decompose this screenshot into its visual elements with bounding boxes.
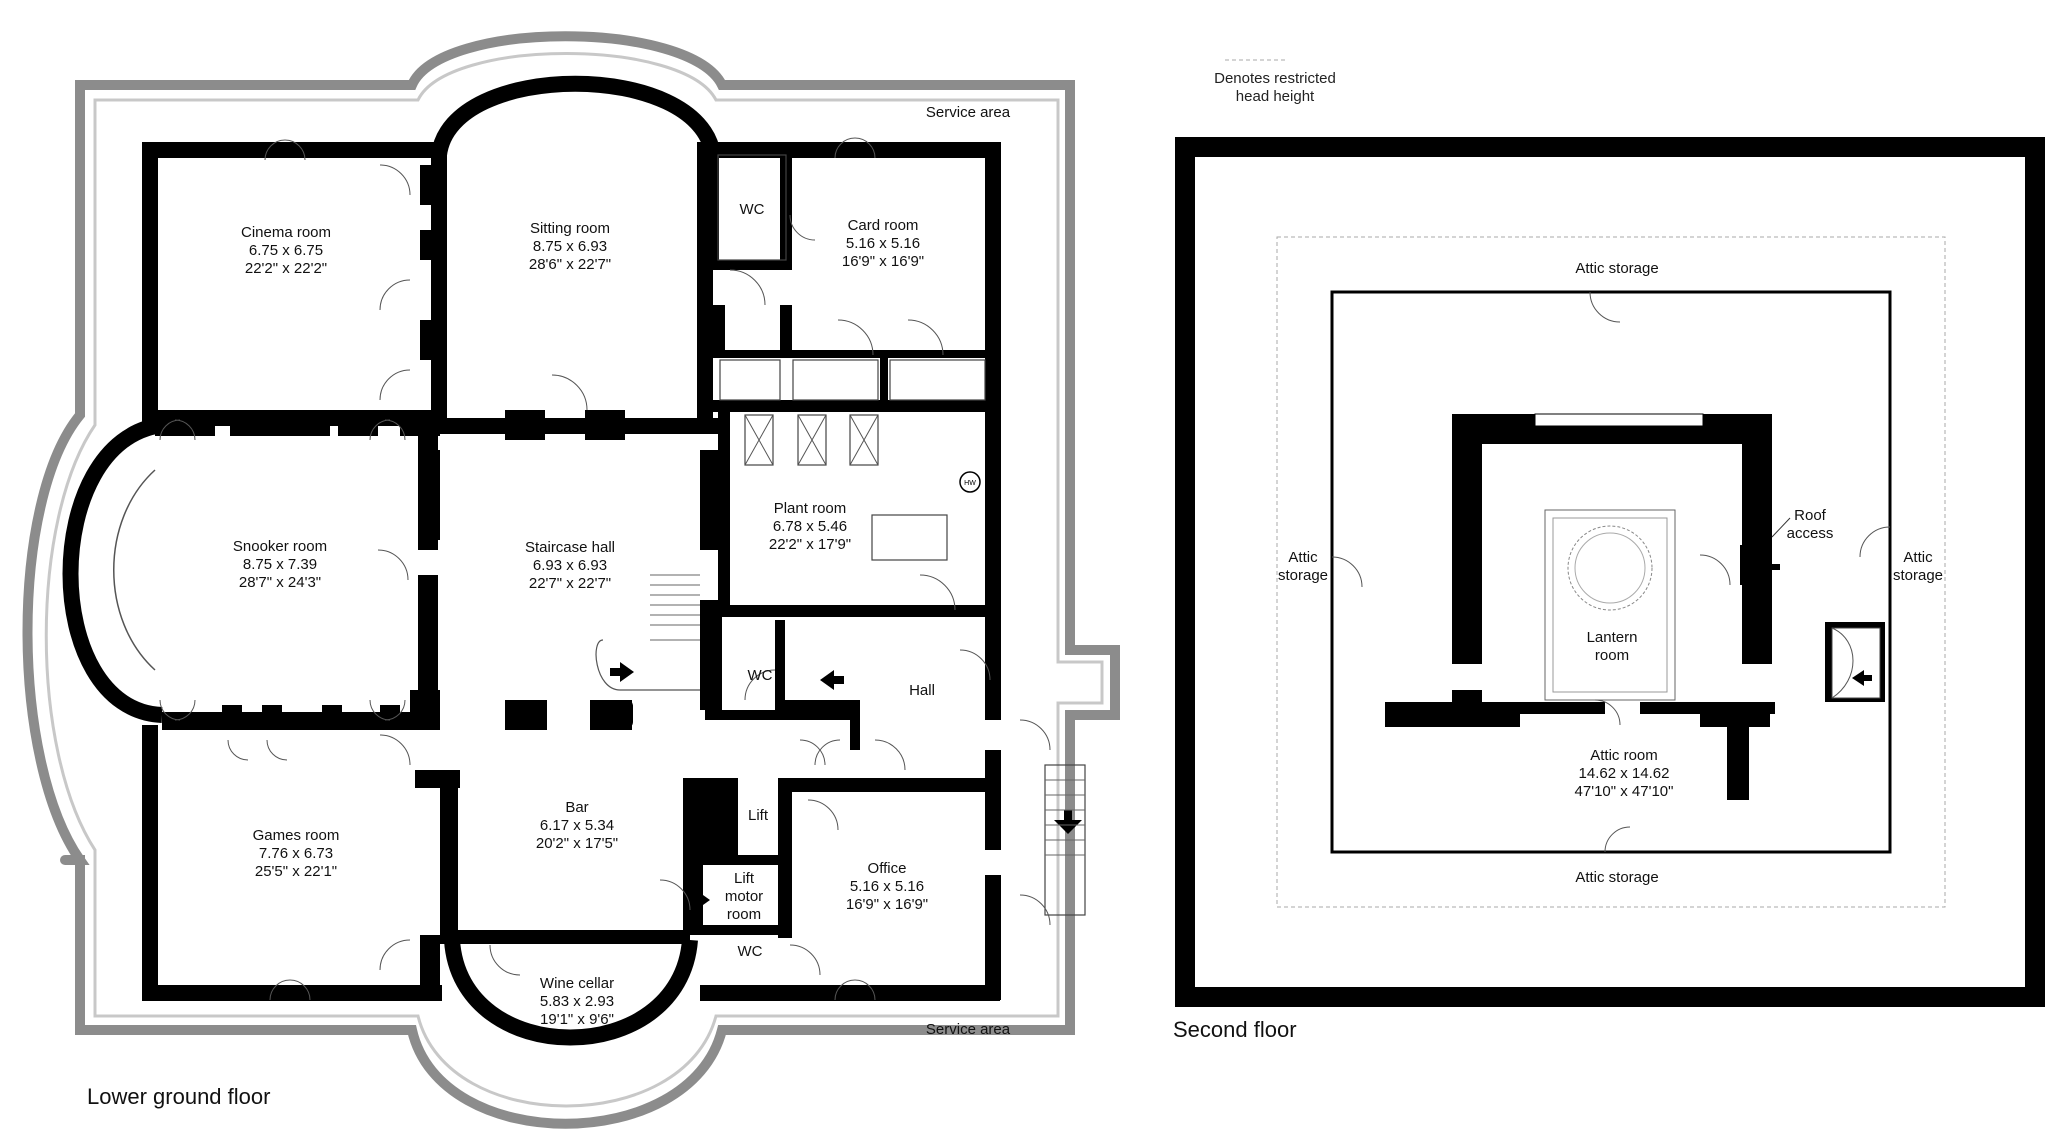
room-wine-cellar: Wine cellar 5.83 x 2.93 19'1" x 9'6" xyxy=(540,975,614,1028)
room-imperial: 19'1" x 9'6" xyxy=(540,1011,614,1028)
room-metric: 6.78 x 5.46 xyxy=(773,518,847,535)
room-staircase-hall: Staircase hall 6.93 x 6.93 22'7" x 22'7" xyxy=(525,539,615,592)
room-name: Card room xyxy=(848,217,919,234)
room-name: Office xyxy=(868,860,907,877)
room-lift: Lift xyxy=(748,807,769,824)
room-imperial: 20'2" x 17'5" xyxy=(536,835,618,852)
room-imperial: 28'6" x 22'7" xyxy=(529,256,611,273)
second-floor-outer-wall xyxy=(1175,137,2045,1007)
attic-room-metric: 14.62 x 14.62 xyxy=(1579,765,1670,782)
room-imperial: 25'5" x 22'1" xyxy=(255,863,337,880)
lantern-dome-icon xyxy=(1567,525,1653,611)
room-imperial: 28'7" x 24'3" xyxy=(239,574,321,591)
lower-ground-floor-plan: HW xyxy=(22,31,1285,1129)
room-metric: 8.75 x 6.93 xyxy=(533,238,607,255)
attic-storage-bottom: Attic storage xyxy=(1575,869,1658,886)
room-bar: Bar 6.17 x 5.34 20'2" x 17'5" xyxy=(536,799,618,852)
service-area-bottom: Service area xyxy=(926,1021,1011,1038)
room-imperial: 22'2" x 22'2" xyxy=(245,260,327,277)
room-name: Sitting room xyxy=(530,220,610,237)
roof-access-2: access xyxy=(1787,525,1834,542)
room-imperial: 16'9" x 16'9" xyxy=(846,896,928,913)
room-games: Games room 7.76 x 6.73 25'5" x 22'1" xyxy=(253,827,340,880)
room-name: Wine cellar xyxy=(540,975,614,992)
room-name: Games room xyxy=(253,827,340,844)
legend-restricted-head-height: Denotes restricted head height xyxy=(1195,70,1355,106)
lantern-inner-panel xyxy=(1552,517,1668,693)
lantern-walls xyxy=(1385,413,1885,800)
lantern-room-1: Lantern xyxy=(1587,629,1638,646)
room-line2: motor xyxy=(725,888,763,905)
attic-room-imperial: 47'10" x 47'10" xyxy=(1575,783,1674,800)
lantern-outer-panel xyxy=(1544,509,1676,701)
second-room-labels: Attic storage Attic storage Attic storag… xyxy=(1278,260,1943,886)
second-floor-doors xyxy=(1331,291,1891,853)
legend-line-2: head height xyxy=(1235,88,1315,105)
interior-lines: HW xyxy=(717,59,1285,916)
floor-label-lower: Lower ground floor xyxy=(87,1084,271,1109)
room-hall: Hall xyxy=(909,682,935,699)
room-metric: 5.16 x 5.16 xyxy=(850,878,924,895)
doors xyxy=(159,137,1051,1001)
room-wc-lower: WC xyxy=(738,943,763,960)
room-name: Snooker room xyxy=(233,538,327,555)
lower-room-labels: Cinema room 6.75 x 6.75 22'2" x 22'2" Si… xyxy=(233,104,1011,1038)
attic-room-name: Attic room xyxy=(1590,747,1658,764)
stair-arrow-icon xyxy=(1852,670,1872,686)
roof-access-1: Roof xyxy=(1794,507,1827,524)
room-name: Plant room xyxy=(774,500,847,517)
attic-room-boundary xyxy=(1330,290,1892,854)
room-metric: 6.75 x 6.75 xyxy=(249,242,323,259)
room-metric: 8.75 x 7.39 xyxy=(243,556,317,573)
room-metric: 5.16 x 5.16 xyxy=(846,235,920,252)
attic-storage-right-2: storage xyxy=(1893,567,1943,584)
attic-storage-left-1: Attic xyxy=(1288,549,1318,566)
room-name: Staircase hall xyxy=(525,539,615,556)
room-wc-middle: WC xyxy=(748,667,773,684)
hw-cylinder-icon xyxy=(959,471,981,493)
room-metric: 7.76 x 6.73 xyxy=(259,845,333,862)
service-area-top: Service area xyxy=(926,104,1011,121)
room-line1: Lift xyxy=(734,870,755,887)
room-wc-upper: WC xyxy=(740,201,765,218)
room-line3: room xyxy=(727,906,761,923)
room-metric: 5.83 x 2.93 xyxy=(540,993,614,1010)
room-cinema: Cinema room 6.75 x 6.75 22'2" x 22'2" xyxy=(241,224,331,277)
room-snooker: Snooker room 8.75 x 7.39 28'7" x 24'3" xyxy=(233,538,327,591)
floor-label-second: Second floor xyxy=(1173,1017,1297,1042)
room-name: Cinema room xyxy=(241,224,331,241)
legend-line-1: Denotes restricted xyxy=(1214,70,1336,87)
attic-storage-left-2: storage xyxy=(1278,567,1328,584)
attic-storage-right-1: Attic xyxy=(1903,549,1933,566)
attic-storage-top: Attic storage xyxy=(1575,260,1658,277)
room-plant: Plant room 6.78 x 5.46 22'2" x 17'9" xyxy=(769,500,851,553)
room-office: Office 5.16 x 5.16 16'9" x 16'9" xyxy=(846,860,928,913)
room-imperial: 16'9" x 16'9" xyxy=(842,253,924,270)
main-walls xyxy=(62,75,1082,1046)
room-lift-motor: Lift motor room xyxy=(725,870,763,923)
roof-access-arrow-icon xyxy=(1760,559,1780,575)
hw-label: HW xyxy=(964,480,976,487)
outer-service-wall xyxy=(22,31,1120,1129)
room-name: Bar xyxy=(565,799,588,816)
restricted-head-height-line xyxy=(1276,236,1946,908)
room-card: Card room 5.16 x 5.16 16'9" x 16'9" xyxy=(842,217,924,270)
outer-service-wall-inner xyxy=(44,52,1104,1108)
second-floor-plan: Attic storage Attic storage Attic storag… xyxy=(1175,137,2045,1007)
room-sitting: Sitting room 8.75 x 6.93 28'6" x 22'7" xyxy=(529,220,611,273)
room-metric: 6.17 x 5.34 xyxy=(540,817,614,834)
room-imperial: 22'7" x 22'7" xyxy=(529,575,611,592)
room-imperial: 22'2" x 17'9" xyxy=(769,536,851,553)
lantern-room-2: room xyxy=(1595,647,1629,664)
room-metric: 6.93 x 6.93 xyxy=(533,557,607,574)
